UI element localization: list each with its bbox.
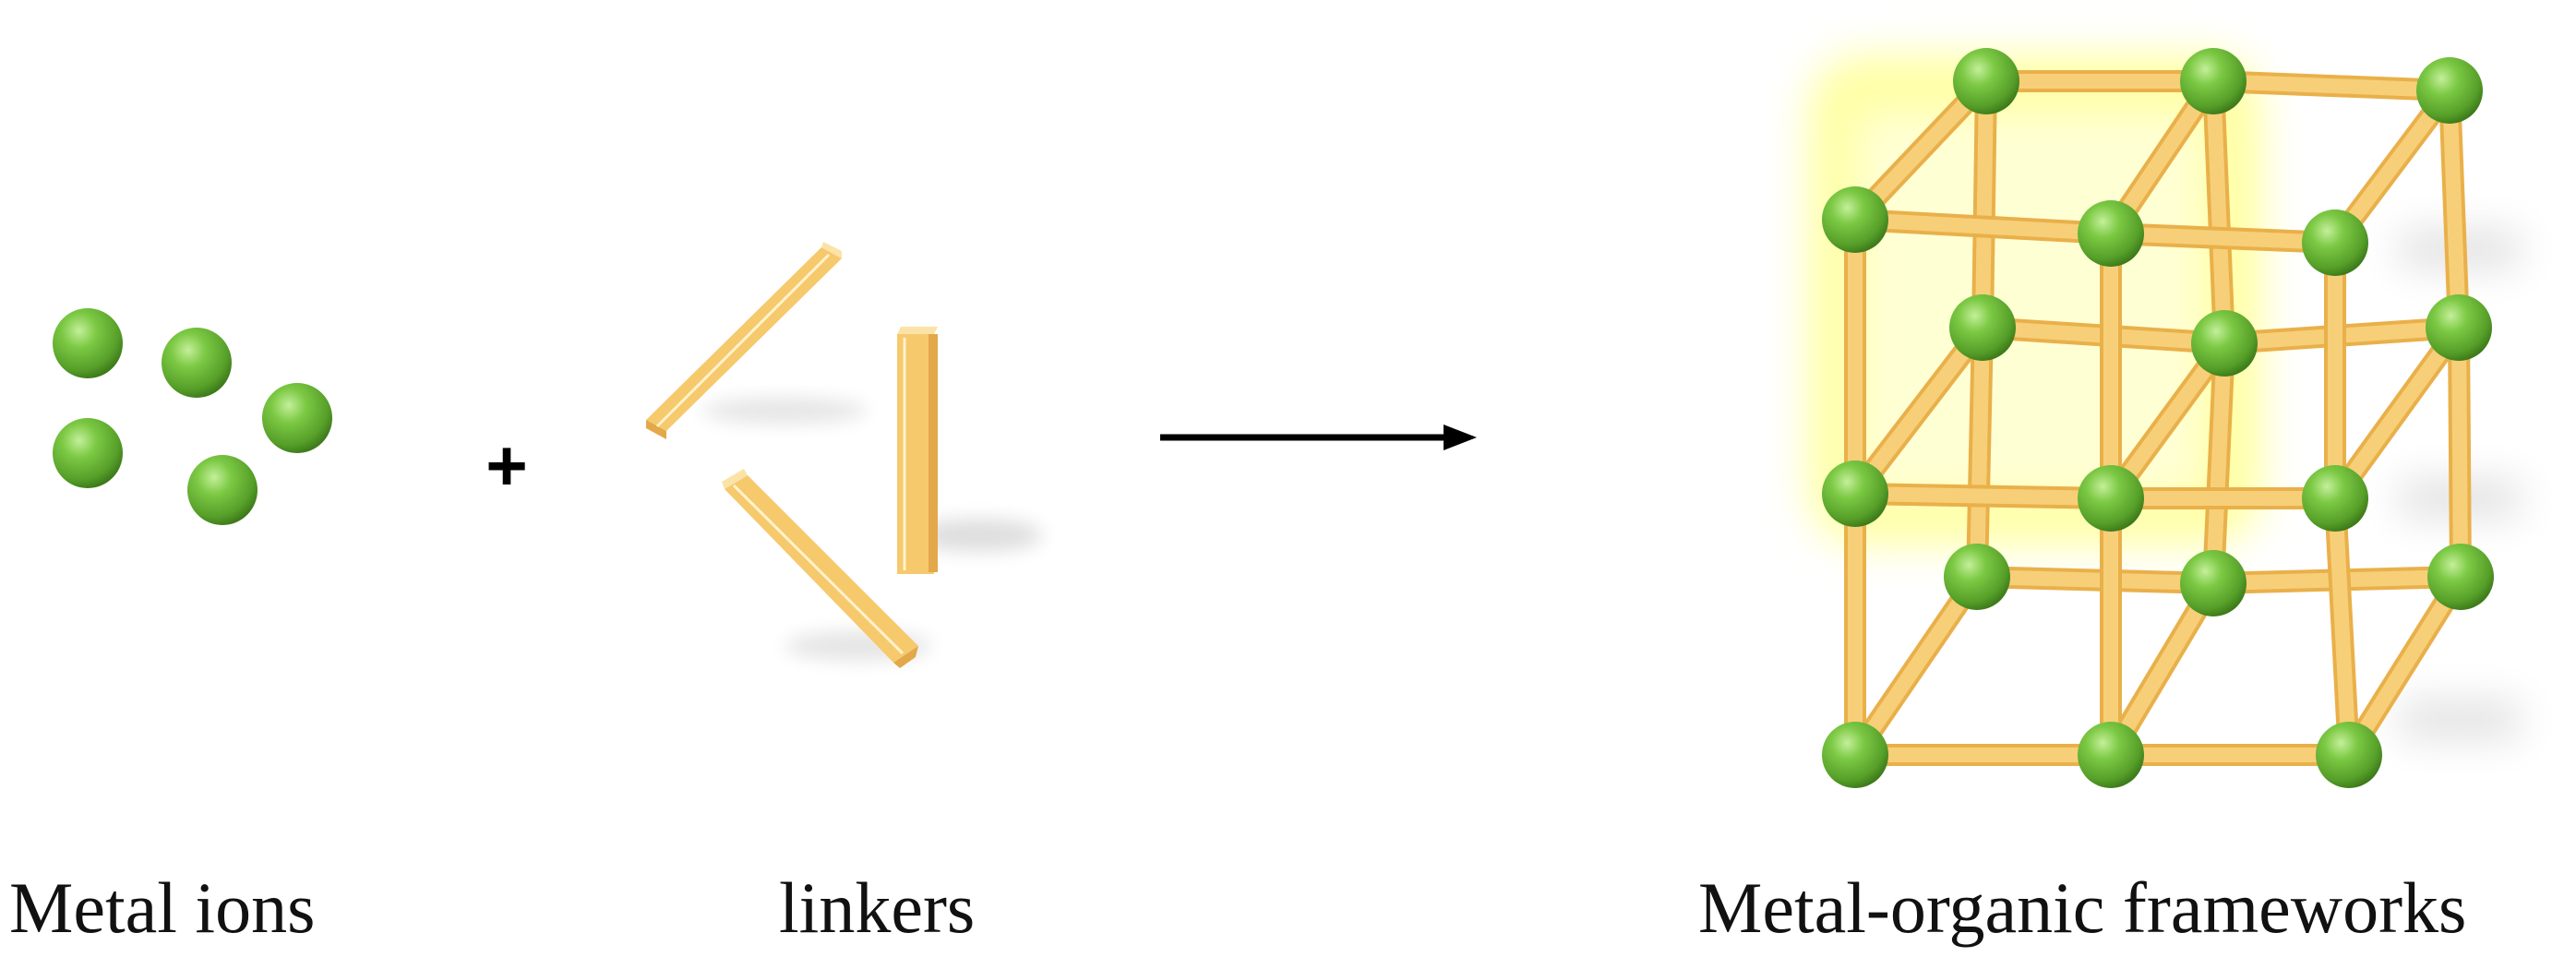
metal-node	[2180, 48, 2247, 114]
metal-node	[2191, 310, 2258, 377]
framework-linkers	[1844, 70, 2472, 766]
linker	[722, 469, 918, 668]
front-vertical-linker	[2324, 497, 2360, 756]
metal-node	[2426, 294, 2492, 361]
depth-linker	[1846, 570, 1986, 761]
caption-metal-ions: Metal ions	[9, 867, 315, 948]
metal-node	[1822, 461, 1888, 527]
metal-node	[2416, 57, 2483, 124]
metal-node	[2302, 465, 2368, 532]
depth-linker	[2339, 570, 2471, 761]
metal-node	[2078, 200, 2144, 267]
caption-linkers: linkers	[779, 867, 975, 948]
metal-ions-group	[53, 308, 332, 525]
back-vertical-linker	[1971, 80, 1997, 329]
metal-ion	[187, 455, 258, 525]
metal-node	[1944, 544, 2010, 610]
front-horizontal-linker	[2110, 222, 2336, 254]
metal-ion	[162, 328, 232, 398]
linker	[646, 242, 842, 439]
linkers-group	[646, 242, 1043, 668]
linker	[897, 327, 938, 574]
back-horizontal-linker	[2212, 70, 2450, 102]
back-vertical-linker	[2438, 90, 2470, 329]
metal-node	[2078, 722, 2144, 788]
depth-linker	[2326, 320, 2468, 506]
linker-shadow	[701, 398, 868, 424]
plus-sign: +	[485, 425, 528, 506]
metal-node	[1949, 294, 2016, 361]
back-horizontal-linker	[1976, 566, 2214, 594]
framework-metal-nodes	[1822, 48, 2494, 788]
metal-organic-framework	[1809, 48, 2520, 788]
metal-node	[1953, 48, 2019, 114]
metal-ion	[262, 383, 332, 453]
metal-node	[2078, 465, 2144, 532]
back-vertical-linker	[1966, 327, 1994, 578]
depth-linker	[2101, 577, 2223, 761]
depth-linker	[1846, 320, 1992, 501]
metal-node	[2427, 544, 2494, 610]
front-horizontal-linker	[1854, 483, 2112, 509]
metal-ion	[53, 308, 123, 378]
front-horizontal-linker	[1854, 209, 2112, 245]
back-vertical-linker	[2448, 327, 2472, 578]
linker-shadow	[914, 519, 1043, 552]
metal-node	[2180, 550, 2247, 616]
metal-node	[2302, 209, 2368, 276]
metal-node	[2316, 722, 2382, 788]
right-arrow-icon	[1160, 425, 1477, 450]
metal-node	[1822, 722, 1888, 788]
back-vertical-linker	[2202, 342, 2235, 584]
back-vertical-linker	[2202, 80, 2235, 344]
metal-node	[1822, 186, 1888, 253]
metal-ion	[53, 418, 123, 488]
caption-metal-organic-frameworks: Metal-organic frameworks	[1698, 867, 2466, 948]
